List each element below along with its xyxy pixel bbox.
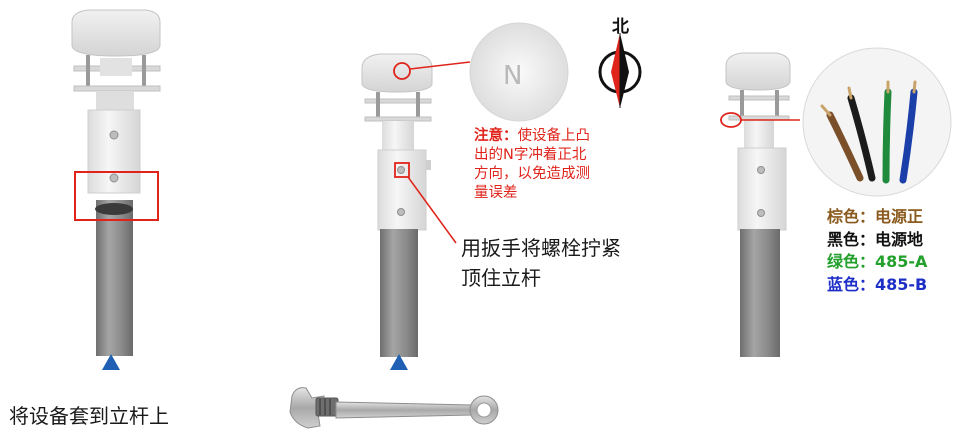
- arrow-up-icon: [390, 354, 408, 370]
- n-marking-zoom: N: [503, 61, 523, 91]
- north-compass-icon: [598, 33, 642, 108]
- step2-instruction: 用扳手将螺栓拧紧 顶住立杆: [461, 233, 621, 293]
- arrow-up-icon: [102, 354, 120, 370]
- legend-row-blue: 蓝色：485-B: [827, 274, 927, 297]
- wire-name: 棕色：: [827, 207, 876, 226]
- step2-line1: 用扳手将螺栓拧紧: [461, 236, 621, 260]
- wire-function: 485-A: [875, 252, 928, 271]
- note-line4: 量误差: [474, 185, 518, 201]
- wire-name: 黑色：: [827, 229, 876, 249]
- wrench-icon: [289, 387, 499, 429]
- wire-name: 绿色：: [827, 252, 876, 271]
- wire-function: 电源地: [875, 229, 924, 249]
- device-step1: [71, 9, 161, 356]
- wire-function: 电源正: [875, 207, 924, 226]
- wire-legend: 棕色：电源正 黑色：电源地 绿色：485-A 蓝色：485-B: [827, 206, 927, 296]
- device-step2: [361, 22, 569, 357]
- wire-function: 485-B: [875, 274, 928, 294]
- device-step3: [720, 47, 952, 357]
- note-prefix: 注意：: [474, 128, 518, 144]
- legend-row-brown: 棕色：电源正: [827, 206, 927, 229]
- note-line1: 使设备上凸: [517, 128, 591, 144]
- legend-row-black: 黑色：电源地: [827, 229, 927, 252]
- note-line3: 方向，以免造成测: [474, 166, 590, 182]
- north-label: 北: [612, 17, 629, 37]
- wire-name: 蓝色：: [827, 274, 876, 294]
- step2-line2: 顶住立杆: [461, 266, 541, 290]
- note-line2: 出的N字冲着正北: [474, 147, 587, 163]
- legend-row-green: 绿色：485-A: [827, 251, 927, 274]
- step1-caption: 将设备套到立杆上: [9, 404, 169, 428]
- orientation-note: 注意：使设备上凸 出的N字冲着正北 方向，以免造成测 量误差: [474, 127, 590, 203]
